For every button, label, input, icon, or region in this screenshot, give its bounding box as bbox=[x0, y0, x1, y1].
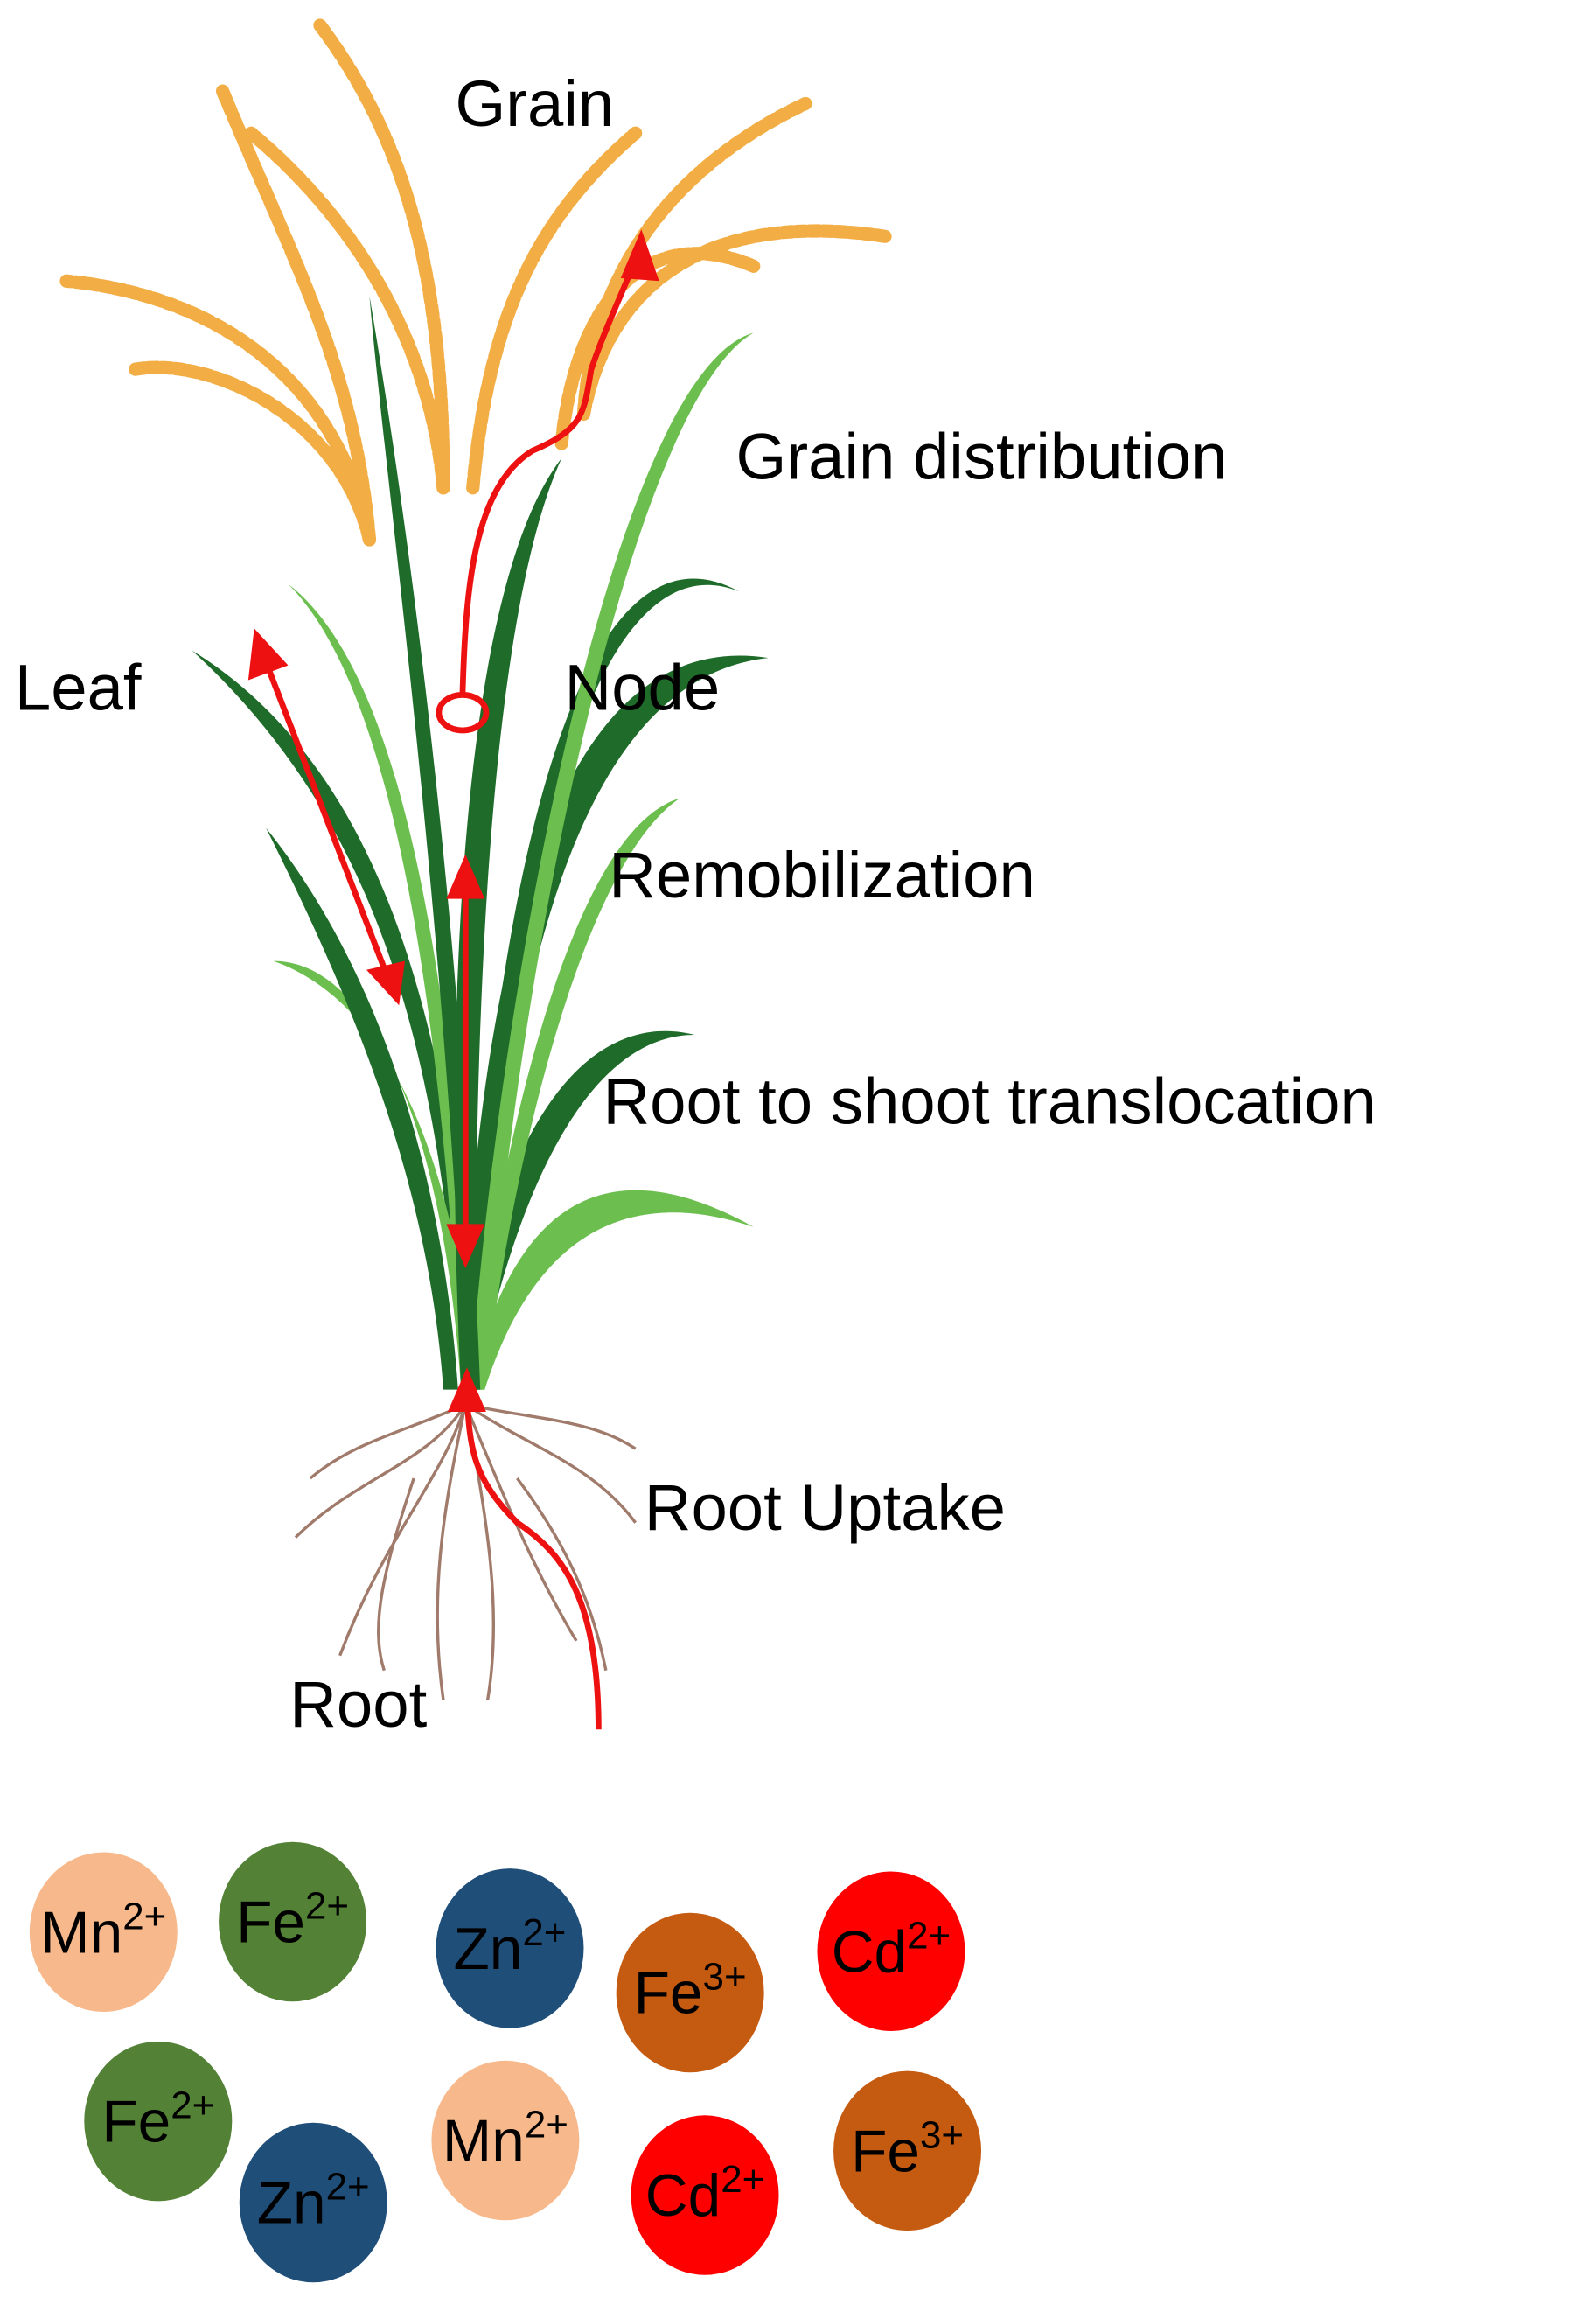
ion-zn2plus: Zn2+ bbox=[239, 2122, 387, 2283]
ion-circle bbox=[631, 2115, 779, 2275]
label-leaf: Leaf bbox=[15, 651, 142, 723]
ion-label: Mn2+ bbox=[40, 1895, 166, 1965]
ion-fe3plus: Fe3+ bbox=[833, 2070, 982, 2231]
node-marker bbox=[436, 692, 490, 734]
metal-ions: Mn2+ Fe2+ Zn2+ Fe3+ Cd2+ Fe2+ Zn2+ Mn2+ Cd2+ Fe3+ bbox=[29, 1841, 982, 2283]
label-node: Node bbox=[565, 651, 721, 723]
ion-zn2plus: Zn2+ bbox=[436, 1868, 584, 2028]
ion-circle bbox=[436, 1868, 584, 2028]
labels: Grain Grain distribution Leaf Node Remob… bbox=[15, 67, 1376, 1741]
ion-label: Zn2+ bbox=[257, 2166, 370, 2237]
leaves bbox=[192, 296, 769, 1390]
label-root-uptake: Root Uptake bbox=[645, 1471, 1006, 1544]
roots bbox=[294, 1402, 637, 1700]
ion-label: Cd2+ bbox=[832, 1914, 951, 1985]
transport-arrows bbox=[247, 229, 659, 1730]
ion-fe2plus: Fe2+ bbox=[219, 1841, 367, 2002]
ion-mn2plus: Mn2+ bbox=[29, 1852, 178, 2013]
ion-label: Fe2+ bbox=[101, 2084, 214, 2155]
ion-circle bbox=[219, 1841, 367, 2002]
ion-mn2plus: Mn2+ bbox=[431, 2060, 580, 2221]
ion-circle bbox=[431, 2060, 580, 2221]
ion-circle bbox=[84, 2041, 233, 2202]
ion-circle bbox=[833, 2070, 982, 2231]
ion-circle bbox=[616, 1912, 764, 2073]
ion-label: Fe3+ bbox=[851, 2113, 964, 2184]
ion-circle bbox=[239, 2122, 387, 2283]
ion-label: Fe2+ bbox=[236, 1885, 349, 1956]
ion-label: Fe3+ bbox=[634, 1956, 747, 2027]
label-root: Root bbox=[289, 1668, 427, 1741]
ion-fe2plus: Fe2+ bbox=[84, 2041, 233, 2202]
ion-label: Cd2+ bbox=[645, 2158, 764, 2229]
ion-cd2plus: Cd2+ bbox=[817, 1871, 965, 2031]
ion-fe3plus: Fe3+ bbox=[616, 1912, 764, 2073]
ion-circle bbox=[29, 1852, 178, 2013]
label-root-to-shoot: Root to shoot translocation bbox=[603, 1065, 1376, 1137]
ion-cd2plus: Cd2+ bbox=[631, 2115, 779, 2275]
ion-circle bbox=[817, 1871, 965, 2031]
ion-label: Zn2+ bbox=[454, 1911, 567, 1982]
ion-label: Mn2+ bbox=[443, 2104, 568, 2175]
label-grain: Grain bbox=[455, 67, 614, 140]
label-remobilization: Remobilization bbox=[609, 839, 1035, 911]
label-grain-distribution: Grain distribution bbox=[736, 421, 1228, 493]
